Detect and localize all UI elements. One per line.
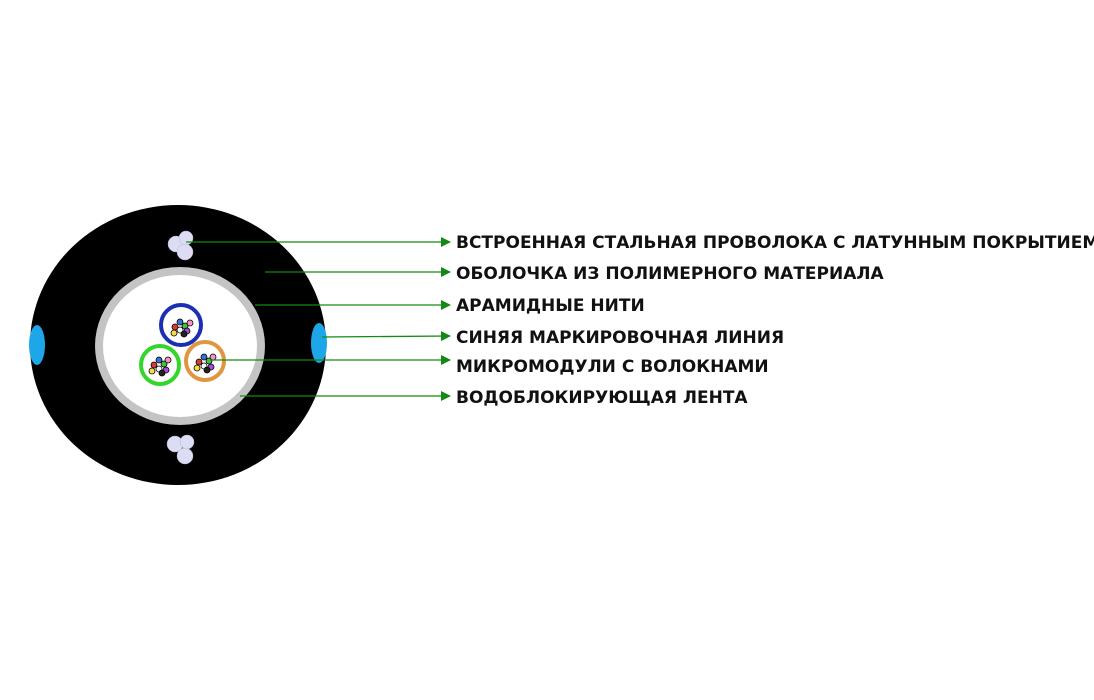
marker-line-left	[29, 325, 45, 365]
leader-arrows	[186, 237, 451, 401]
micromodule-green	[139, 344, 181, 386]
label-aramid-yarn: АРАМИДНЫЕ НИТИ	[456, 296, 645, 316]
label-marker-line: СИНЯЯ МАРКИРОВОЧНАЯ ЛИНИЯ	[456, 328, 784, 348]
marker-line-right	[311, 323, 327, 363]
micromodule-blue	[159, 303, 203, 347]
label-steel-wire: ВСТРОЕННАЯ СТАЛЬНАЯ ПРОВОЛОКА С ЛАТУННЫМ…	[456, 233, 1094, 253]
micromodule-orange	[184, 340, 226, 382]
arrow-marker-line	[321, 331, 451, 342]
cable-cross-section	[29, 205, 327, 485]
fiber-bundle	[148, 356, 172, 377]
label-micromodules: МИКРОМОДУЛИ С ВОЛОКНАМИ	[456, 357, 769, 377]
label-polymer-sheath: ОБОЛОЧКА ИЗ ПОЛИМЕРНОГО МАТЕРИАЛА	[456, 264, 885, 284]
steel-wires-bottom	[166, 434, 195, 465]
label-water-blocking-tape: ВОДОБЛОКИРУЮЩАЯ ЛЕНТА	[456, 388, 748, 408]
labels: ВСТРОЕННАЯ СТАЛЬНАЯ ПРОВОЛОКА С ЛАТУННЫМ…	[456, 233, 1094, 408]
fiber-bundle	[170, 318, 194, 338]
